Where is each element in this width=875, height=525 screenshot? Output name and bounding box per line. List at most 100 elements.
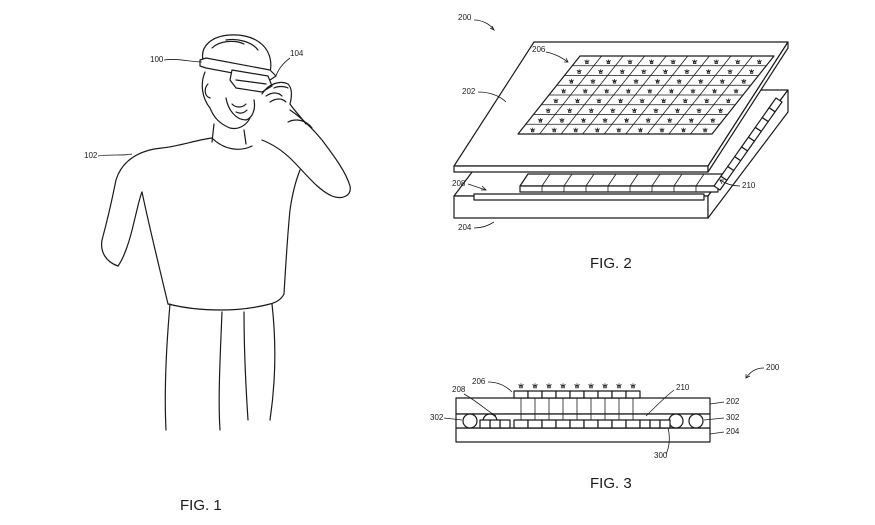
- fig2-cell-divider: [629, 173, 639, 187]
- asterisk-emitter-icon: [582, 88, 588, 94]
- asterisk-emitter-icon: [616, 383, 622, 389]
- fig2-cell-front: [519, 185, 719, 193]
- asterisk-emitter-icon: [567, 108, 573, 113]
- fig3-lower-cell: [583, 419, 599, 429]
- asterisk-emitter-icon: [574, 383, 580, 389]
- fig2-caption: FIG. 2: [590, 255, 632, 272]
- fig2-cell-divider: [585, 173, 595, 187]
- fig3-lower-cell: [625, 419, 641, 429]
- fig1-reference-labels: 100 104 102: [84, 49, 304, 160]
- asterisk-emitter-icon: [647, 88, 653, 94]
- ref-label-204-fig2: 204: [458, 223, 472, 232]
- top-plate-side-face: [707, 41, 789, 173]
- ref-label-200-fig2: 200: [458, 13, 472, 22]
- shirt-outline: [101, 137, 213, 267]
- fig2-side-cell: [768, 97, 783, 113]
- fig3-lower-cell-side: [639, 419, 651, 429]
- asterisk-emitter-icon: [668, 88, 675, 94]
- fig3-lower-cell-side: [489, 419, 501, 429]
- asterisk-emitter-icon: [546, 383, 552, 389]
- asterisk-emitter-icon: [625, 88, 631, 94]
- ref-label-204-fig3: 204: [726, 427, 740, 436]
- fig3-upper-cell: [513, 390, 529, 399]
- fig3-lower-cell: [611, 419, 627, 429]
- fig3-upper-cell: [611, 390, 627, 399]
- asterisk-emitter-icon: [719, 78, 725, 84]
- fig3-lower-cell: [527, 419, 543, 429]
- fig3-bottom-layer: [455, 427, 711, 443]
- asterisk-emitter-icon: [674, 108, 681, 113]
- asterisk-emitter-icon: [637, 127, 644, 133]
- asterisk-emitter-icon: [627, 59, 633, 64]
- fig3-lower-cell-side: [659, 419, 671, 429]
- asterisk-emitter-icon: [590, 78, 596, 84]
- ref-label-202-fig2: 202: [462, 87, 476, 96]
- fig3-upper-cell: [527, 390, 543, 399]
- asterisk-emitter-icon: [655, 78, 661, 84]
- fig3-upper-cell: [555, 390, 571, 399]
- asterisk-emitter-icon: [702, 127, 708, 133]
- asterisk-emitter-icon: [698, 78, 704, 84]
- asterisk-emitter-icon: [645, 117, 651, 123]
- fig2-exploded-assembly: [453, 41, 789, 219]
- fig3-lower-cell: [569, 419, 585, 429]
- asterisk-emitter-icon: [682, 98, 688, 103]
- asterisk-emitter-icon: [717, 108, 724, 113]
- asterisk-emitter-icon: [667, 117, 673, 123]
- fig2-cell-divider: [695, 173, 705, 187]
- asterisk-emitter-icon: [604, 88, 610, 94]
- asterisk-emitter-icon: [688, 117, 694, 123]
- asterisk-emitter-icon: [727, 69, 733, 74]
- ref-label-202-fig3: 202: [726, 397, 740, 406]
- headset-visor: [229, 69, 273, 93]
- asterisk-emitter-icon: [584, 59, 590, 64]
- ref-label-300: 300: [654, 451, 668, 460]
- asterisk-emitter-icon: [598, 69, 604, 74]
- asterisk-emitter-icon: [602, 117, 608, 123]
- asterisk-emitter-icon: [596, 98, 602, 103]
- fig3-upper-cell: [569, 390, 585, 399]
- asterisk-emitter-icon: [602, 383, 608, 389]
- fig3-emitter-symbols: [518, 383, 636, 389]
- raised-arm: [261, 109, 351, 199]
- asterisk-emitter-icon: [588, 108, 594, 113]
- asterisk-emitter-icon: [670, 59, 676, 64]
- asterisk-emitter-icon: [676, 78, 682, 84]
- asterisk-emitter-icon: [692, 59, 698, 64]
- fig3-lower-cell-side: [499, 419, 511, 429]
- fig1-person-with-headset: [101, 34, 351, 431]
- fig2-cell-divider: [651, 173, 661, 187]
- asterisk-emitter-icon: [711, 88, 718, 94]
- ref-label-104: 104: [290, 49, 304, 58]
- asterisk-emitter-icon: [561, 88, 567, 94]
- asterisk-emitter-icon: [594, 127, 600, 133]
- asterisk-emitter-icon: [588, 383, 594, 389]
- asterisk-emitter-icon: [648, 59, 655, 64]
- fig2-cell-divider: [541, 173, 551, 187]
- fig3-reference-labels: 200 206 208 210 202 302 302 204 300: [430, 363, 780, 460]
- asterisk-emitter-icon: [748, 69, 755, 74]
- ref-label-302-right: 302: [726, 413, 740, 422]
- fig2-cell-divider: [607, 173, 617, 187]
- ref-label-208-fig2: 208: [452, 179, 466, 188]
- asterisk-emitter-icon: [518, 383, 524, 389]
- fig3-top-layer: [455, 397, 711, 415]
- fig1-caption: FIG. 1: [180, 497, 222, 514]
- fig2-side-cell-column: [713, 97, 783, 191]
- fig3-lower-cell-side: [649, 419, 661, 429]
- fig2-reference-labels: 200 206 202 208 210 204: [452, 13, 756, 232]
- asterisk-emitter-icon: [690, 88, 696, 94]
- pants-outline: [164, 303, 171, 431]
- fig3-cross-section: [455, 383, 711, 443]
- fig2-cell-strip: [519, 173, 727, 187]
- fig3-right-spacer-2: [688, 413, 704, 429]
- asterisk-emitter-icon: [733, 88, 739, 94]
- asterisk-emitter-icon: [617, 98, 624, 103]
- fig3-upper-cell: [625, 390, 641, 399]
- fig3-left-spacer: [462, 413, 478, 429]
- asterisk-emitter-icon: [545, 108, 551, 113]
- fig2-cell-divider: [563, 173, 573, 187]
- ref-label-206-fig2: 206: [532, 45, 546, 54]
- fig3-upper-cell: [583, 390, 599, 399]
